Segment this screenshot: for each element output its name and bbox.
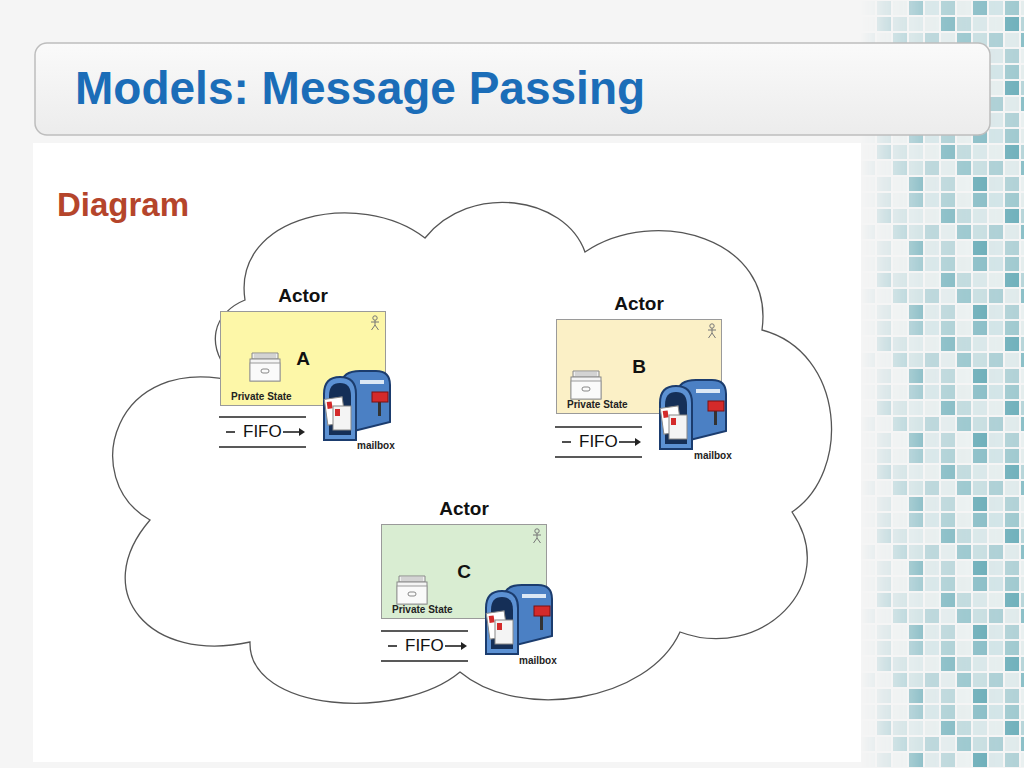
- mailbox-label: mailbox: [694, 450, 732, 461]
- fifo-label: FIFO: [243, 422, 282, 442]
- slide-title: Models: Message Passing: [75, 61, 645, 115]
- actor-name: C: [382, 561, 546, 583]
- private-state-label: Private State: [231, 391, 292, 402]
- actor-box: ActorCPrivate State: [381, 524, 547, 619]
- actor-heading: Actor: [537, 293, 741, 315]
- mailbox-label: mailbox: [357, 440, 395, 451]
- actor-name: A: [221, 348, 385, 370]
- actor-box: ActorAPrivate State: [220, 311, 386, 406]
- actor-name: B: [557, 356, 721, 378]
- actor-heading: Actor: [201, 285, 405, 307]
- private-state-label: Private State: [567, 399, 628, 410]
- actor-heading: Actor: [362, 498, 566, 520]
- private-state-label: Private State: [392, 604, 453, 615]
- fifo-label: FIFO: [579, 432, 618, 452]
- fifo-label: FIFO: [405, 636, 444, 656]
- actor-box: ActorBPrivate State: [556, 319, 722, 414]
- section-heading: Diagram: [57, 186, 189, 224]
- mailbox-label: mailbox: [519, 655, 557, 666]
